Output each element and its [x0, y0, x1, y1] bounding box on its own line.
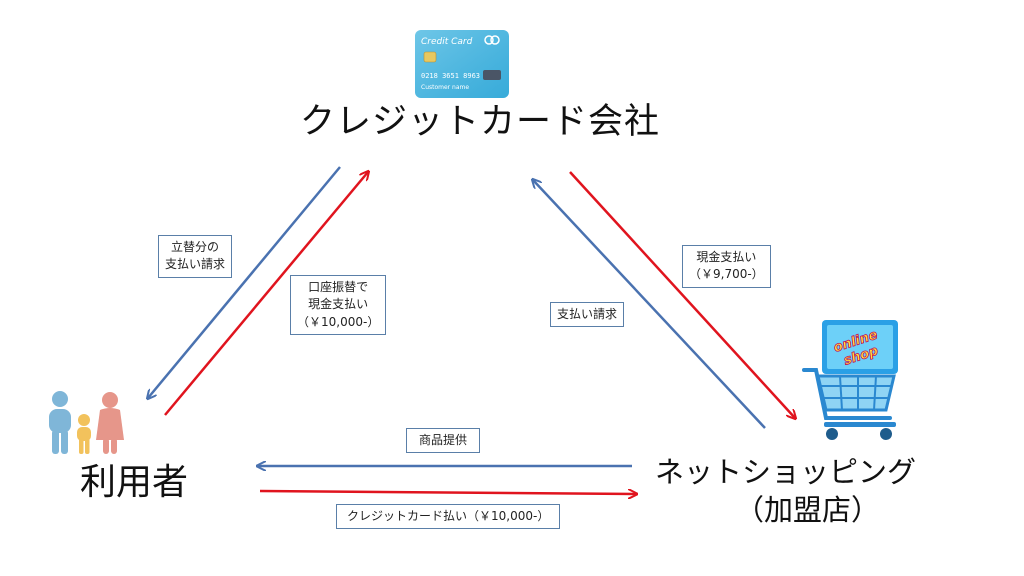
label-user-to-company: 口座振替で 現金支払い （￥10,000-）: [290, 275, 387, 336]
label-line: クレジットカード払い（￥10,000-）: [347, 509, 550, 523]
user-title: 利用者: [80, 462, 189, 503]
credit-card-icon: Credit Card 0218 3651 8963 Customer name: [415, 30, 509, 98]
label-shop-to-company: 支払い請求: [550, 302, 625, 328]
label-company-to-shop: 現金支払い （￥9,700-）: [682, 245, 771, 288]
arrow-company-to-shop: [569, 171, 795, 418]
arrow-user-to-company: [164, 172, 368, 416]
label-user-to-shop: クレジットカード払い（￥10,000-）: [336, 504, 561, 530]
svg-text:Customer name: Customer name: [421, 84, 469, 91]
label-line: 現金支払い: [308, 297, 369, 312]
shop-title-line1: ネットショッピング: [655, 455, 917, 489]
arrow-company-to-user: [148, 166, 341, 398]
arrow-user-to-shop: [259, 491, 636, 494]
label-line: （￥10,000-）: [297, 314, 380, 329]
company-title: クレジットカード会社: [300, 102, 661, 142]
arrow-shop-to-company: [533, 180, 766, 429]
label-line: 商品提供: [419, 433, 468, 447]
label-line: 立替分の: [171, 240, 220, 254]
label-line: （￥9,700-）: [689, 267, 764, 282]
shop-title-line2: （加盟店）: [735, 493, 881, 527]
label-shop-to-user: 商品提供: [406, 428, 481, 454]
family-icon: [49, 391, 124, 454]
label-line: 現金支払い: [696, 250, 757, 264]
label-company-to-user: 立替分の 支払い請求: [158, 235, 233, 278]
svg-text:0218 3651 8963: 0218 3651 8963: [421, 72, 480, 80]
svg-text:Credit Card: Credit Card: [421, 37, 473, 47]
label-line: 口座振替で: [308, 280, 369, 294]
label-line: 支払い請求: [165, 257, 226, 272]
online-shop-cart-icon: online shop: [802, 320, 898, 440]
label-line: 支払い請求: [557, 307, 618, 321]
